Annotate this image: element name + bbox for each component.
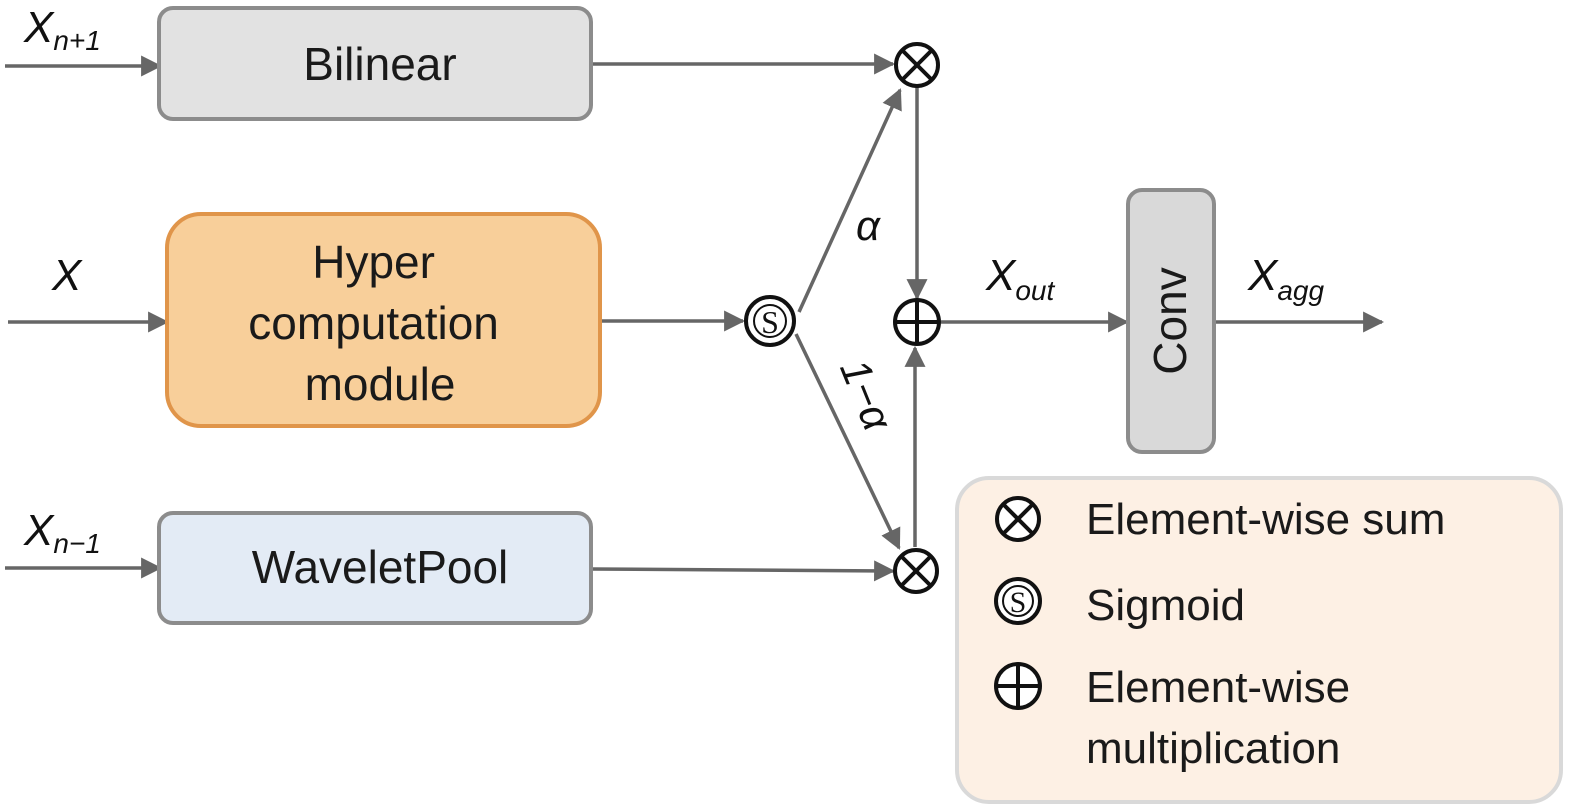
input-label-bottom: Xn−1 — [23, 506, 101, 559]
waveletpool-box-shape — [157, 511, 593, 625]
waveletpool-label: WaveletPool — [252, 541, 509, 593]
hyper-computation-label: Hyper computation module — [248, 236, 511, 410]
svg-text:Xagg: Xagg — [1247, 251, 1325, 306]
hyper-label-line-1: Hyper — [312, 236, 435, 288]
hyper-computation-box-shape — [165, 212, 602, 428]
legend: Element-wise sum S Sigmoid Element-wise … — [955, 476, 1563, 804]
alpha-label: α — [856, 202, 881, 249]
svg-text:S: S — [761, 304, 779, 340]
edge-wavelet-to-multiply — [591, 560, 896, 582]
legend-box — [955, 476, 1563, 804]
circled-times-icon — [995, 496, 1041, 542]
conv-label: Conv — [1144, 267, 1196, 374]
legend-multiplication-line-1: Element-wise — [1086, 663, 1350, 712]
hyper-label-line-2: computation — [248, 297, 499, 349]
bilinear-label: Bilinear — [303, 38, 456, 90]
circled-times-icon — [894, 42, 940, 88]
sigmoid-s-icon: S — [994, 577, 1042, 625]
input-top-sub: n+1 — [53, 25, 101, 56]
output-agg-sub: agg — [1277, 275, 1324, 306]
svg-text:Xout: Xout — [985, 251, 1056, 306]
legend-multiplication-line-2: multiplication — [1086, 724, 1340, 773]
output-out-base: X — [985, 251, 1017, 300]
output-label-agg: Xagg — [1247, 251, 1325, 306]
svg-text:S: S — [1010, 586, 1027, 619]
waveletpool-box: WaveletPool — [157, 511, 593, 625]
legend-sigmoid-label: Sigmoid — [1086, 581, 1245, 630]
input-middle-base: X — [51, 251, 83, 300]
input-label-top: Xn+1 — [23, 3, 101, 56]
one-minus-alpha-label: 1−α — [831, 352, 902, 437]
svg-text:Xn+1: Xn+1 — [23, 3, 101, 56]
input-bottom-base: X — [23, 506, 55, 555]
input-top-base: X — [23, 3, 55, 52]
circled-plus-icon — [994, 662, 1042, 710]
conv-box-shape — [1126, 188, 1216, 454]
hyper-label-line-3: module — [305, 358, 456, 410]
legend-item-sigmoid: S Sigmoid — [994, 577, 1245, 630]
legend-item-multiplication: Element-wise multiplication — [994, 662, 1362, 773]
edge-sigmoid-one-minus-alpha — [794, 333, 901, 550]
circled-times-icon — [893, 548, 939, 594]
bilinear-box-shape — [157, 6, 593, 121]
output-out-sub: out — [1015, 275, 1055, 306]
input-bottom-sub: n−1 — [53, 528, 101, 559]
circled-plus-icon — [893, 298, 941, 346]
output-agg-base: X — [1247, 251, 1279, 300]
legend-item-sum: Element-wise sum — [995, 495, 1445, 544]
output-label-out: Xout — [985, 251, 1056, 306]
conv-box: Conv — [1126, 188, 1216, 454]
bilinear-box: Bilinear — [157, 6, 593, 121]
legend-sum-label: Element-wise sum — [1086, 495, 1445, 544]
sigmoid-s-icon: S — [744, 295, 796, 347]
edge-sigmoid-alpha — [797, 88, 902, 313]
hyper-computation-box: Hyper computation module — [165, 212, 602, 428]
svg-text:Xn−1: Xn−1 — [23, 506, 101, 559]
input-label-middle: X — [51, 251, 83, 300]
svg-text:Element-wise multiplic: Element-wise multiplication — [1086, 663, 1362, 773]
